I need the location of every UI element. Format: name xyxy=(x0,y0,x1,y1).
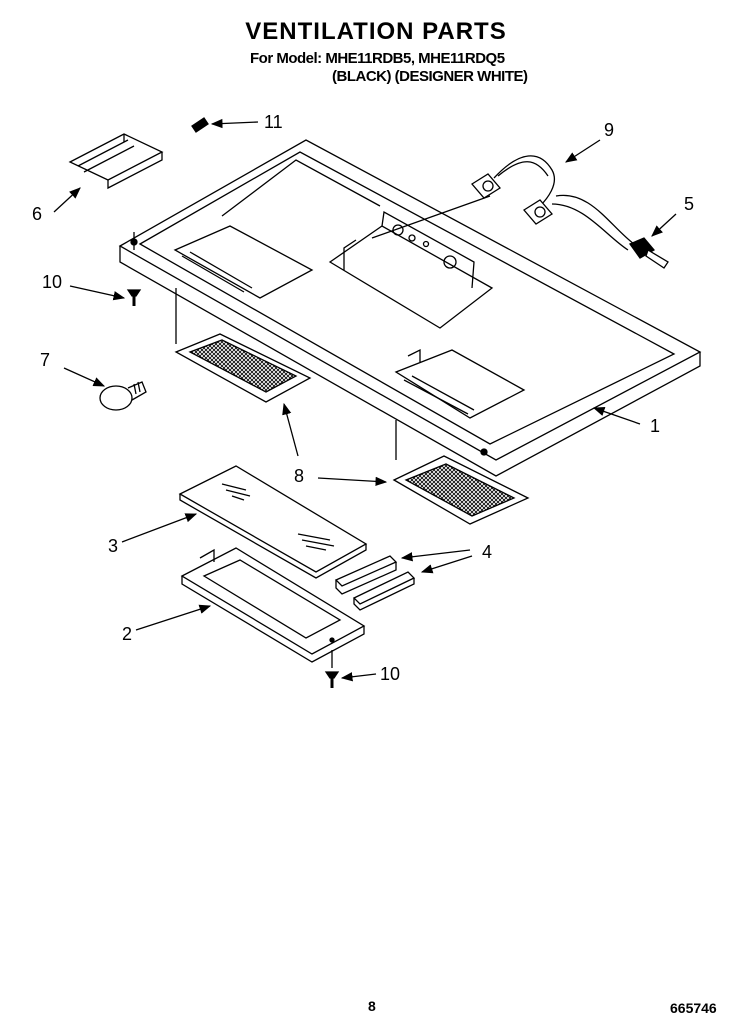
callout-10-lower: 10 xyxy=(380,664,400,684)
callout-2: 2 xyxy=(122,624,132,644)
filter-strips-part-4 xyxy=(334,555,416,611)
screw-part-11 xyxy=(191,117,209,133)
lamp-socket-harness-part-9 xyxy=(371,155,635,251)
grease-filter-left xyxy=(174,333,312,403)
page-title: VENTILATION PARTS xyxy=(245,18,507,45)
callout-10-upper: 10 xyxy=(42,272,62,292)
page-number: 8 xyxy=(368,998,376,1014)
model-line: For Model: MHE11RDB5, MHE11RDQ5 xyxy=(250,50,505,67)
screw-part-10-upper xyxy=(126,289,142,306)
callout-6: 6 xyxy=(32,204,42,224)
variant-line: (BLACK) (DESIGNER WHITE) xyxy=(332,68,528,85)
callout-3: 3 xyxy=(108,536,118,556)
callout-4: 4 xyxy=(482,542,492,562)
callout-11: 11 xyxy=(264,112,283,132)
callout-8: 8 xyxy=(294,466,304,486)
document-number: 665746 xyxy=(670,1000,717,1016)
leader-lines xyxy=(53,118,677,682)
callout-numbers: 1 2 3 4 5 6 7 8 9 10 10 11 xyxy=(32,112,694,684)
light-cover-part-2 xyxy=(180,547,366,663)
light-bulb-part-7 xyxy=(99,381,147,411)
callout-1: 1 xyxy=(650,416,660,436)
callout-7: 7 xyxy=(40,350,50,370)
wire-connector-part-5 xyxy=(629,237,669,269)
light-lens-part-3 xyxy=(178,465,368,579)
screw-part-10-lower xyxy=(324,671,340,688)
vent-panel-part-1 xyxy=(118,139,702,477)
grease-filter-right xyxy=(392,455,530,525)
callout-5: 5 xyxy=(684,194,694,214)
callout-9: 9 xyxy=(604,120,614,140)
bracket-part-6 xyxy=(68,133,164,190)
